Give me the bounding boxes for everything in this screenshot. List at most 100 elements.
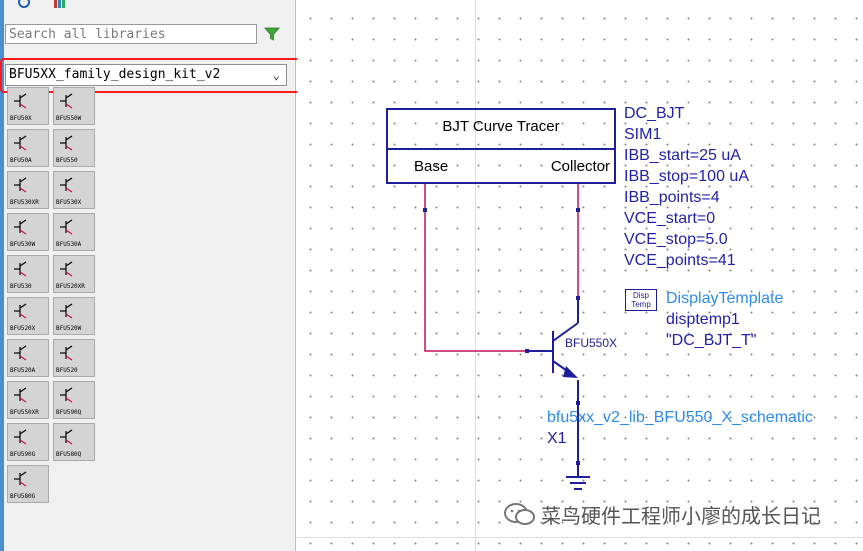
- bjt-curve-tracer-block[interactable]: BJT Curve Tracer Base Collector: [386, 108, 616, 184]
- transistor-icon: [60, 261, 73, 277]
- palette-component[interactable]: BFU580Q: [53, 423, 95, 461]
- palette-component[interactable]: BFU530A: [53, 213, 95, 251]
- transistor-icon: [14, 93, 27, 109]
- display-template-text[interactable]: DisplayTemplate disptemp1 "DC_BJT_T": [666, 288, 783, 351]
- library-select-dropdown[interactable]: BFU5XX_family_design_kit_v2 ⌄: [5, 64, 287, 86]
- palette-component[interactable]: BFU520A: [7, 339, 49, 377]
- display-template-icon[interactable]: Disp Temp: [625, 289, 657, 311]
- palette-component[interactable]: BFU580G: [7, 465, 49, 503]
- palette-component[interactable]: BFU530XR: [7, 171, 49, 209]
- palette-component[interactable]: BFU550W: [53, 87, 95, 125]
- library-books-icon[interactable]: [52, 0, 68, 10]
- display-template-instance: disptemp1: [666, 311, 740, 328]
- refresh-icon[interactable]: [16, 0, 32, 10]
- palette-component-label: BFU550XR: [10, 409, 39, 416]
- palette-component[interactable]: BFU530: [7, 255, 49, 293]
- base-wire: [424, 184, 527, 352]
- sim-param-line: IBB_start=25 uA: [624, 147, 741, 164]
- sim-param-line: IBB_points=4: [624, 189, 720, 206]
- transistor-collector-pin: [576, 296, 580, 300]
- palette-component[interactable]: BFU50X: [7, 87, 49, 125]
- transistor-icon: [60, 429, 73, 445]
- palette-component-label: BFU550: [56, 157, 78, 164]
- transistor-icon: [14, 303, 27, 319]
- palette-component-label: BFU530A: [56, 241, 82, 248]
- left-edge-strip: [0, 0, 4, 551]
- library-search-input[interactable]: [5, 24, 257, 44]
- tracer-port-collector: Collector: [550, 158, 610, 175]
- palette-component[interactable]: BFU520: [53, 339, 95, 377]
- transistor-icon: [60, 303, 73, 319]
- palette-component-label: BFU590G: [10, 451, 36, 458]
- palette-component-label: BFU50X: [10, 115, 32, 122]
- transistor-icon: [60, 345, 73, 361]
- palette-component-label: BFU520XR: [56, 283, 85, 290]
- transistor-icon: [14, 429, 27, 445]
- tracer-title: BJT Curve Tracer: [442, 118, 560, 135]
- palette-component-label: BFU590Q: [56, 409, 82, 416]
- canvas-grid-line-horizontal: [297, 537, 863, 538]
- palette-component-label: BFU580G: [10, 493, 36, 500]
- transistor-icon: [14, 135, 27, 151]
- palette-component[interactable]: BFU550XR: [7, 381, 49, 419]
- palette-component[interactable]: BFU50A: [7, 129, 49, 167]
- transistor-icon: [60, 177, 73, 193]
- sim-param-line: SIM1: [624, 126, 662, 143]
- transistor-icon: [14, 219, 27, 235]
- palette-component[interactable]: BFU550: [53, 129, 95, 167]
- base-pin-marker: [423, 208, 427, 212]
- tracer-divider: [388, 148, 614, 150]
- transistor-icon: [14, 387, 27, 403]
- emitter-arrow: [563, 366, 578, 378]
- palette-component-label: BFU520A: [10, 367, 36, 374]
- transistor-icon: [60, 93, 73, 109]
- palette-component[interactable]: BFU590Q: [53, 381, 95, 419]
- palette-component[interactable]: BFU520XR: [53, 255, 95, 293]
- sim-param-line: DC_BJT: [624, 105, 685, 122]
- palette-component-label: BFU50A: [10, 157, 32, 164]
- palette-component-label: BFU520X: [10, 325, 36, 332]
- sim-param-line: VCE_points=41: [624, 252, 736, 269]
- palette-component[interactable]: BFU530W: [7, 213, 49, 251]
- npn-transistor-symbol: [527, 300, 579, 403]
- transistor-icon: [14, 471, 27, 487]
- transistor-icon: [60, 219, 73, 235]
- wechat-logo-icon: [504, 503, 535, 525]
- display-template-value: "DC_BJT_T": [666, 332, 757, 349]
- collector-pin-marker: [576, 208, 580, 212]
- palette-component-label: BFU520: [56, 367, 78, 374]
- filter-icon[interactable]: [264, 26, 280, 42]
- transistor-icon: [60, 387, 73, 403]
- transistor-icon: [60, 135, 73, 151]
- palette-component-label: BFU530XR: [10, 199, 39, 206]
- ground-symbol: [566, 463, 590, 490]
- palette-component-label: BFU520W: [56, 325, 82, 332]
- library-panel: BFU5XX_family_design_kit_v2 ⌄ BFU50X BFU5…: [0, 0, 300, 551]
- chevron-down-icon: ⌄: [272, 68, 280, 82]
- tracer-port-base: Base: [414, 158, 449, 175]
- palette-component-label: BFU580Q: [56, 451, 82, 458]
- palette-component-label: BFU530: [10, 283, 32, 290]
- sim-param-line: IBB_stop=100 uA: [624, 168, 749, 185]
- palette-component-label: BFU530W: [10, 241, 36, 248]
- transistor-icon: [14, 177, 27, 193]
- palette-component[interactable]: BFU520X: [7, 297, 49, 335]
- schematic-instance-label: X1: [547, 430, 567, 447]
- transistor-icon: [14, 345, 27, 361]
- transistor-model-label: BFU550X: [565, 336, 618, 350]
- sim-param-line: VCE_stop=5.0: [624, 231, 728, 248]
- schematic-name-label: bfu5xx_v2_lib_BFU550_X_schematic: [547, 409, 813, 426]
- library-select-value: BFU5XX_family_design_kit_v2: [9, 67, 221, 82]
- palette-component[interactable]: BFU590G: [7, 423, 49, 461]
- palette-component-label: BFU530X: [56, 199, 82, 206]
- canvas-grid-line-vertical: [475, 0, 476, 551]
- palette-component-label: BFU550W: [56, 115, 82, 122]
- palette-component[interactable]: BFU530X: [53, 171, 95, 209]
- palette-component[interactable]: BFU520W: [53, 297, 95, 335]
- schematic-canvas[interactable]: [297, 0, 863, 551]
- transistor-icon: [14, 261, 27, 277]
- display-template-name: DisplayTemplate: [666, 290, 784, 307]
- watermark-text: 菜鸟硬件工程师小廖的成长日记: [541, 506, 821, 528]
